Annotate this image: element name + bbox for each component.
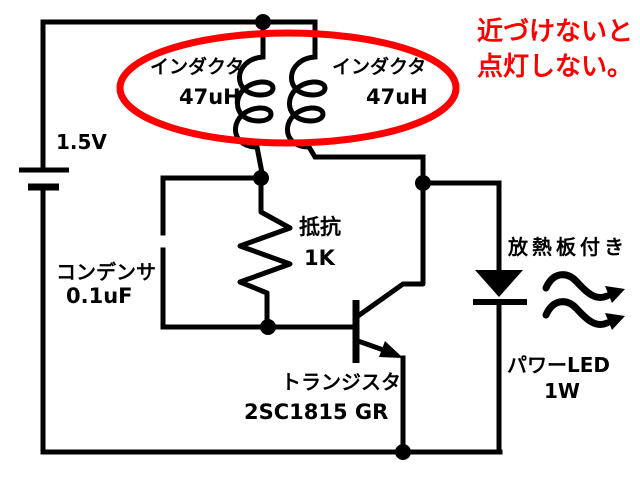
annotation-note: 近づけないと 点灯しない。 bbox=[477, 15, 633, 85]
led-heatsink-label: 放熱板付き bbox=[508, 235, 628, 259]
inductor-left-value: 47uH bbox=[179, 85, 241, 109]
inductor-left-label: インダクタ bbox=[150, 56, 245, 78]
wire-capacitor-top bbox=[160, 175, 264, 236]
emitter-arrowhead bbox=[379, 341, 403, 358]
junction-dot-top bbox=[255, 14, 271, 30]
wire-to-led bbox=[420, 180, 502, 273]
battery-symbol bbox=[19, 167, 69, 191]
resistor-symbol bbox=[237, 175, 293, 330]
transistor-value: 2SC1815 GR bbox=[244, 400, 389, 424]
transistor-label: トランジスタ bbox=[281, 370, 401, 394]
resistor-label: 抵抗 bbox=[299, 215, 341, 239]
capacitor-value: 0.1uF bbox=[66, 284, 133, 308]
wire-collector bbox=[354, 180, 426, 320]
junction-dot-collector bbox=[415, 175, 431, 191]
wire-top bbox=[40, 19, 318, 171]
capacitor-label: コンデンサ bbox=[56, 260, 156, 284]
highlight-ellipse bbox=[116, 29, 460, 147]
inductor-right-label: インダクタ bbox=[332, 56, 427, 78]
inductor-right-value: 47uH bbox=[366, 85, 428, 109]
wire-left-bottom bbox=[40, 184, 503, 455]
inductor-left-symbol bbox=[233, 19, 276, 181]
heat-arrowheads bbox=[605, 286, 625, 330]
annotation-line2: 点灯しない。 bbox=[477, 52, 634, 82]
heat-arrows-icon bbox=[542, 271, 611, 328]
led-symbol bbox=[473, 270, 527, 305]
led-value: 1W bbox=[544, 379, 580, 403]
resistor-value: 1K bbox=[304, 246, 335, 270]
junction-dot-inductor bbox=[253, 170, 269, 186]
battery-voltage-label: 1.5V bbox=[56, 130, 107, 154]
led-label: パワーLED bbox=[507, 353, 611, 377]
junction-dot-ground bbox=[395, 444, 411, 460]
annotation-line1: 近づけないと bbox=[477, 17, 634, 47]
junction-dot-base bbox=[260, 319, 276, 335]
inductor-right-symbol bbox=[285, 19, 426, 186]
